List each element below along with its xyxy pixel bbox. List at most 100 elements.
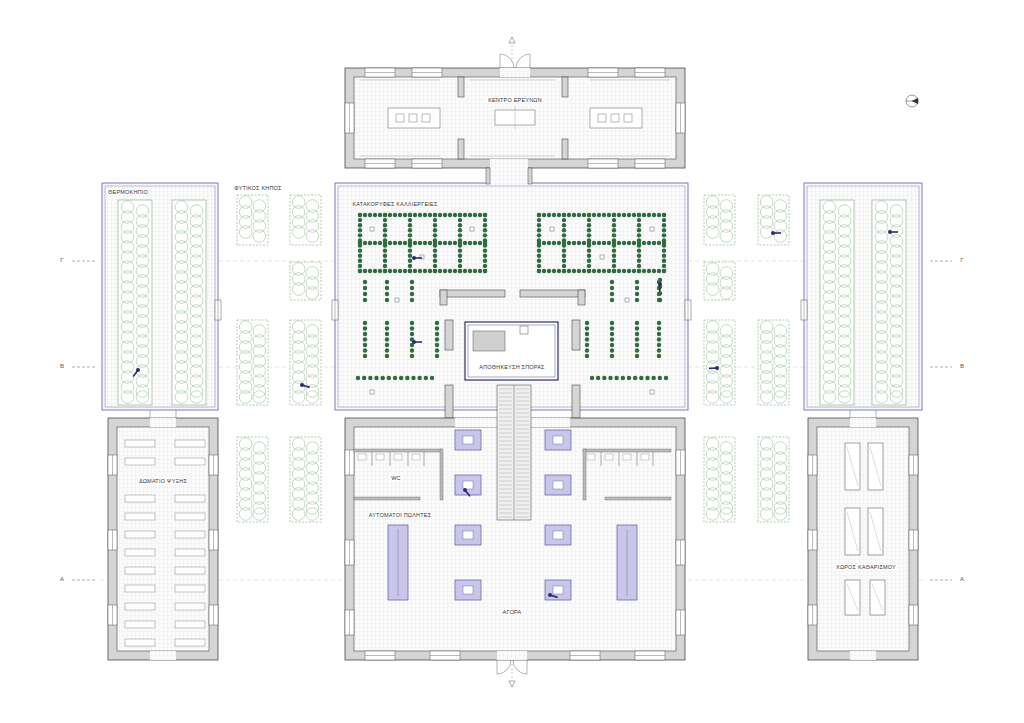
vertical-farm-plant — [562, 213, 566, 217]
vertical-farm-plant — [483, 213, 487, 217]
planter-marker — [650, 227, 654, 231]
vertical-farm-plant — [458, 238, 462, 242]
vertical-farm-plant — [612, 228, 616, 232]
vertical-farm-plant — [577, 269, 581, 273]
plant-circle — [306, 355, 319, 368]
plant-circle — [121, 211, 134, 224]
lab-equipment — [396, 114, 404, 122]
vertical-farm-plant — [557, 213, 561, 217]
bench-line — [360, 80, 440, 81]
person-marker — [771, 231, 775, 235]
plant-circle — [720, 287, 733, 300]
vertical-farm-plant — [662, 238, 666, 242]
plant-circle — [121, 321, 134, 334]
plant-circle — [890, 325, 903, 338]
plant-circle — [121, 231, 134, 244]
vertical-farm-plant — [602, 269, 606, 273]
vertical-farm-plant — [662, 269, 666, 273]
plant-circle — [239, 226, 252, 239]
planting-bed — [237, 437, 268, 522]
vertical-farm-plant — [610, 348, 614, 352]
vertical-farm-plant — [587, 213, 591, 217]
vertical-farm-plant — [473, 213, 477, 217]
escalator-step — [516, 413, 529, 414]
vertical-farm-plant — [612, 223, 616, 227]
vertical-farm-plant — [380, 376, 384, 380]
plant-circle — [760, 351, 773, 364]
cleaning-equipment — [870, 512, 881, 551]
vertical-farm-plant — [537, 269, 541, 273]
vertical-farm-plant — [627, 213, 631, 217]
window-symbol — [570, 655, 600, 656]
building-wall — [345, 68, 685, 168]
vertical-farm-plant — [418, 213, 422, 217]
window-symbol — [913, 455, 914, 475]
plant-circle — [890, 245, 903, 258]
vertical-farm-plant — [383, 248, 387, 252]
window-symbol — [913, 605, 914, 625]
vertical-farm-plant — [567, 269, 571, 273]
vertical-farm-plant — [662, 233, 666, 237]
vertical-farm-plant — [652, 269, 656, 273]
vertical-farm-plant — [428, 213, 432, 217]
vertical-farm-plant — [413, 241, 417, 245]
plant-circle — [760, 341, 773, 354]
vertical-farm-plant — [662, 223, 666, 227]
vertical-farm-plant — [662, 243, 666, 247]
window-symbol — [365, 163, 395, 164]
north-arrow — [906, 95, 918, 107]
window-symbol — [365, 72, 395, 73]
window-symbol — [345, 450, 354, 475]
vertical-farm-plant — [410, 280, 414, 284]
vertical-farm-plant — [483, 228, 487, 232]
wc-wall — [605, 497, 671, 500]
partition-wall — [445, 320, 453, 350]
plant-circle — [706, 478, 719, 491]
cold-shelf — [175, 440, 205, 447]
room-area: ΑΠΟΘΗΚΕΥΣΗ ΣΠΟΡΑΣ — [465, 322, 558, 380]
window-symbol — [412, 159, 442, 168]
vertical-farm-plant — [430, 376, 434, 380]
vertical-farm-plant — [458, 243, 462, 247]
vertical-farm-plant — [537, 218, 541, 222]
vertical-farm-plant — [587, 269, 591, 273]
window-symbol — [909, 605, 918, 625]
vertical-farm-plant — [652, 241, 656, 245]
partition-wall — [562, 77, 568, 97]
vertical-farm-plant — [585, 337, 589, 341]
plant-circle — [121, 291, 134, 304]
plant-circle — [838, 335, 851, 348]
vertical-farm-plant — [632, 213, 636, 217]
plant-circle — [838, 215, 851, 228]
plant-circle — [875, 321, 888, 334]
plant-circle — [774, 385, 787, 398]
vertical-farm-plant — [635, 298, 639, 302]
vertical-farm-plant — [537, 264, 541, 268]
vertical-farm-plant — [410, 286, 414, 290]
vertical-farm-plant — [610, 298, 614, 302]
vertical-farm-plant — [418, 241, 422, 245]
vertical-farm-plant — [458, 213, 462, 217]
plant-circle — [175, 271, 188, 284]
vertical-farm-plant — [463, 241, 467, 245]
plant-circle — [253, 220, 266, 233]
vertical-farm-plant — [657, 241, 661, 245]
window-symbol — [680, 103, 681, 133]
plant-circle — [306, 277, 319, 290]
glasshouse-outline — [335, 183, 688, 410]
plant-circle — [706, 283, 719, 296]
vertical-farm-plant — [393, 376, 397, 380]
plant-circle — [175, 241, 188, 254]
zone-label: ΦΥΤΙΚΟΣ ΚΗΠΟΣ — [233, 185, 282, 192]
vertical-farm-plant — [612, 254, 616, 258]
vertical-farm-plant — [385, 348, 389, 352]
plant-circle — [190, 275, 203, 288]
plant-circle — [253, 482, 266, 495]
vertical-farm-plant — [368, 213, 372, 217]
plant-circle — [760, 448, 773, 461]
cold-shelf — [175, 531, 205, 538]
plant-circle — [292, 216, 305, 229]
vertical-farm-plant — [537, 213, 541, 217]
glasshouse-outline — [105, 186, 215, 407]
plant-circle — [292, 206, 305, 219]
